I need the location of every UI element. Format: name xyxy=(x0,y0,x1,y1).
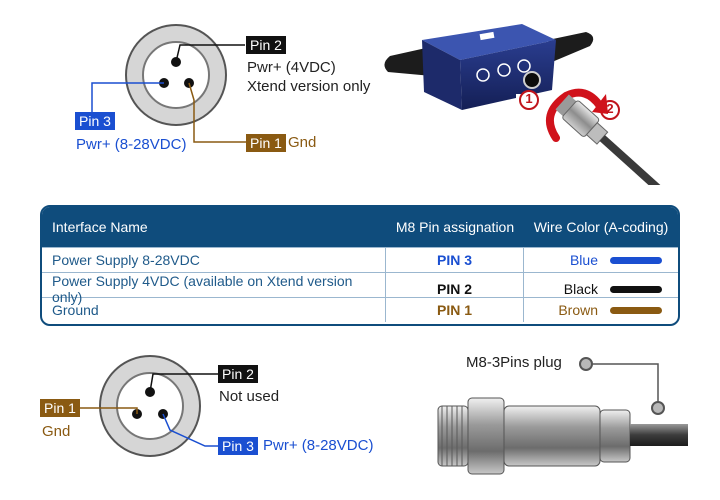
table-cell-pin: PIN 2 xyxy=(386,273,524,305)
device-power-port xyxy=(523,71,541,89)
plug-callout-end-dot xyxy=(651,401,665,415)
table-cell-color: Black xyxy=(524,273,678,305)
bottom-pin1-desc: Gnd xyxy=(42,423,71,440)
bottom-pin2-wire xyxy=(149,373,218,393)
table-cell-interface: Ground xyxy=(42,298,386,322)
plug-thread-lines xyxy=(441,406,463,466)
device-step1-badge xyxy=(519,90,539,110)
top-pin1-tag: Pin 1 xyxy=(246,134,286,152)
top-pin2-tag: Pin 2 xyxy=(246,36,286,54)
pin-assignment-table: Interface Name M8 Pin assignation Wire C… xyxy=(40,205,680,326)
table-header-wire-color: Wire Color (A-coding) xyxy=(533,219,669,235)
table-row: Power Supply 4VDC (available on Xtend ve… xyxy=(42,272,678,305)
device-front-face xyxy=(422,40,462,110)
top-pin2-desc-line2: Xtend version only xyxy=(247,78,371,95)
wire-color-label: Blue xyxy=(569,252,598,268)
m8-plug-illustration xyxy=(437,357,688,475)
rotation-arrowhead-icon xyxy=(592,94,608,114)
device-indicator-3 xyxy=(517,59,531,73)
device-top-face xyxy=(422,24,556,60)
wire-color-swatch xyxy=(610,306,662,314)
plug-grip-ring xyxy=(599,409,631,463)
top-pin2-desc-line1: Pwr+ (4VDC) xyxy=(247,59,336,76)
plug-callout-line xyxy=(592,363,659,402)
bottom-pin3-wire xyxy=(162,413,218,447)
top-pin3-desc: Pwr+ (8-28VDC) xyxy=(76,136,187,153)
top-pin1-desc: Gnd xyxy=(288,134,317,151)
device-top-label xyxy=(479,31,495,41)
table-cell-interface: Power Supply 4VDC (available on Xtend ve… xyxy=(42,273,386,305)
device-indicator-1 xyxy=(476,68,490,82)
device-step1-number: 1 xyxy=(525,91,533,106)
top-pin3-tag: Pin 3 xyxy=(75,112,115,130)
bottom-connector-inner-face xyxy=(116,372,184,440)
table-cell-pin: PIN 1 xyxy=(386,298,524,322)
bottom-pin1-wire xyxy=(76,407,138,414)
m8-cable-plug xyxy=(555,94,669,185)
plug-label: M8-3Pins plug xyxy=(466,354,562,371)
plug-body xyxy=(503,405,601,467)
top-pin3-wire xyxy=(91,82,164,112)
bottom-pin2-tag: Pin 2 xyxy=(218,365,258,383)
plug-cable xyxy=(630,424,688,446)
bottom-pin3-tag: Pin 3 xyxy=(218,437,258,455)
table-header-row: Interface Name M8 Pin assignation Wire C… xyxy=(42,207,678,247)
top-pin1-wire xyxy=(188,82,246,143)
device-indicator-2 xyxy=(497,63,511,77)
wire-color-swatch xyxy=(610,256,662,264)
plug-label-dot xyxy=(579,357,593,371)
wire-color-label: Black xyxy=(563,281,598,297)
table-cell-pin: PIN 3 xyxy=(386,248,524,272)
bottom-pin1-tag: Pin 1 xyxy=(40,399,80,417)
table-row: Ground PIN 1 Brown xyxy=(42,297,678,322)
device-step2-number: 2 xyxy=(606,101,614,116)
bottom-pin3-desc: Pwr+ (8-28VDC) xyxy=(263,437,374,454)
plug-hex-nut xyxy=(467,397,505,475)
device-left-bumper xyxy=(384,48,432,76)
table-cell-color: Blue xyxy=(524,248,678,272)
bottom-connector-diagram xyxy=(76,355,218,457)
device-illustration xyxy=(384,24,669,185)
table-row: Power Supply 8-28VDC PIN 3 Blue xyxy=(42,247,678,272)
table-header-pin-assignation: M8 Pin assignation xyxy=(395,219,515,235)
bottom-pin2-desc: Not used xyxy=(219,388,280,405)
rotation-arrow-icon xyxy=(545,88,604,142)
top-connector-inner-face xyxy=(142,41,210,109)
top-connector-diagram xyxy=(91,24,246,143)
device-right-bumper xyxy=(548,32,594,62)
table-cell-interface: Power Supply 8-28VDC xyxy=(42,248,386,272)
wire-color-swatch xyxy=(610,285,662,293)
top-pin2-wire xyxy=(175,44,245,63)
table-cell-color: Brown xyxy=(524,298,678,322)
wire-color-label: Brown xyxy=(558,302,598,318)
table-header-interface-name: Interface Name xyxy=(52,219,148,235)
